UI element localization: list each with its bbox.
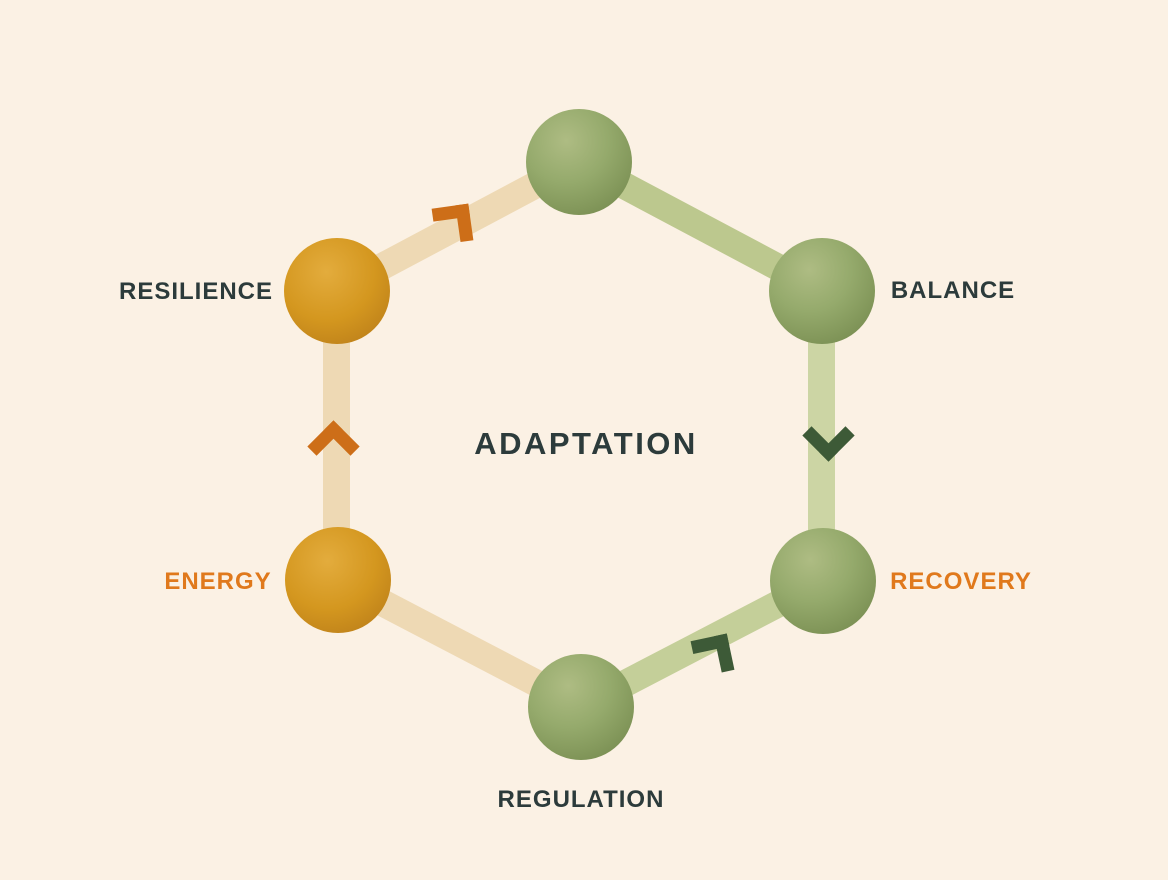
arrow-up-right-icon	[690, 633, 735, 678]
arrow-up-icon	[307, 420, 360, 473]
node-top	[526, 109, 632, 215]
node-recovery	[770, 528, 876, 634]
label-resilience: RESILIENCE	[118, 278, 274, 305]
label-regulation: REGULATION	[497, 786, 665, 813]
arrow-up-right-icon	[431, 203, 474, 246]
diagram-title: ADAPTATION	[474, 426, 698, 461]
node-energy	[285, 527, 391, 633]
label-balance: BALANCE	[890, 277, 1016, 304]
node-regulation	[528, 654, 634, 760]
label-recovery: RECOVERY	[890, 568, 1032, 595]
node-balance	[769, 238, 875, 344]
node-resilience	[284, 238, 390, 344]
label-energy: ENERGY	[164, 568, 272, 595]
